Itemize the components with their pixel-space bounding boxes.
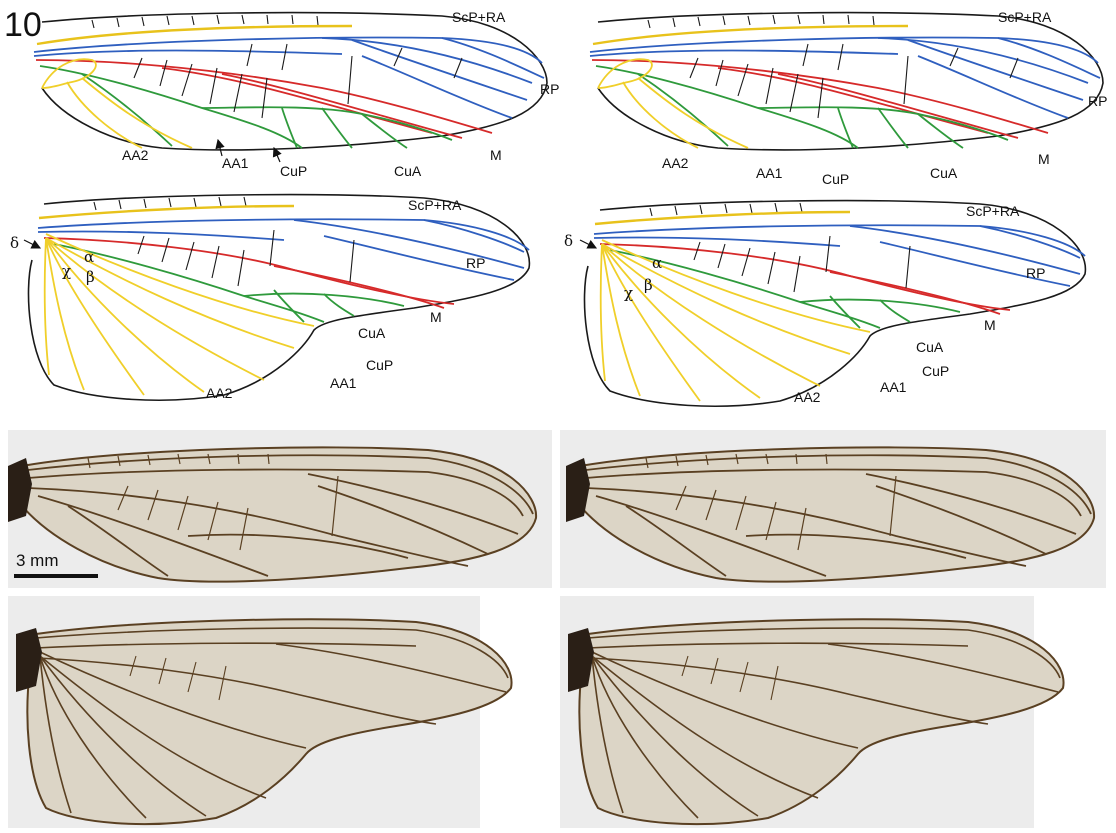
label-aa2: AA2 <box>794 389 821 405</box>
label-delta: δ <box>564 232 573 250</box>
scale-bar-label: 3 mm <box>16 551 59 570</box>
label-m: M <box>430 309 442 325</box>
label-cua: CuA <box>358 325 386 341</box>
label-delta: δ <box>10 234 19 252</box>
label-beta: β <box>86 268 95 286</box>
label-rp: RP <box>1088 93 1107 109</box>
forewing-drawing-right: ScP+RA RP M CuA CuP AA1 AA2 <box>590 9 1107 187</box>
label-scp-ra: ScP+RA <box>408 197 462 213</box>
scale-bar-line <box>14 574 98 578</box>
label-alpha: α <box>652 254 662 272</box>
label-cua: CuA <box>394 163 422 179</box>
label-cua: CuA <box>916 339 944 355</box>
label-chi: χ <box>624 284 633 302</box>
figure-number: 10 <box>4 6 42 44</box>
label-m: M <box>1038 151 1050 167</box>
photo-hindwing-left <box>8 596 512 828</box>
label-aa1: AA1 <box>330 375 357 391</box>
label-scp-ra: ScP+RA <box>452 9 506 25</box>
label-rp: RP <box>540 81 559 97</box>
label-scp-ra: ScP+RA <box>998 9 1052 25</box>
label-cup: CuP <box>366 357 393 373</box>
label-m: M <box>490 147 502 163</box>
label-rp: RP <box>466 255 485 271</box>
hindwing-drawing-left: ScP+RA RP M CuA CuP AA1 AA2 δ α β χ <box>10 195 529 401</box>
label-aa1: AA1 <box>222 155 249 171</box>
photo-forewing-left <box>8 430 552 588</box>
label-m: M <box>984 317 996 333</box>
label-aa2: AA2 <box>662 155 689 171</box>
photo-hindwing-right <box>560 596 1064 828</box>
photo-forewing-right <box>560 430 1106 588</box>
label-aa2: AA2 <box>206 385 233 401</box>
hindwing-drawing-right: ScP+RA RP M CuA CuP AA1 AA2 δ α β χ <box>564 201 1085 407</box>
label-cup: CuP <box>822 171 849 187</box>
label-cup: CuP <box>280 163 307 179</box>
label-chi: χ <box>62 262 71 280</box>
label-alpha: α <box>84 248 94 266</box>
label-aa1: AA1 <box>880 379 907 395</box>
label-beta: β <box>644 276 653 294</box>
label-aa1: AA1 <box>756 165 783 181</box>
label-cua: CuA <box>930 165 958 181</box>
forewing-drawing-left: ScP+RA RP M CuA CuP AA1 AA2 <box>34 9 559 179</box>
label-cup: CuP <box>922 363 949 379</box>
label-scp-ra: ScP+RA <box>966 203 1020 219</box>
label-aa2: AA2 <box>122 147 149 163</box>
label-rp: RP <box>1026 265 1045 281</box>
